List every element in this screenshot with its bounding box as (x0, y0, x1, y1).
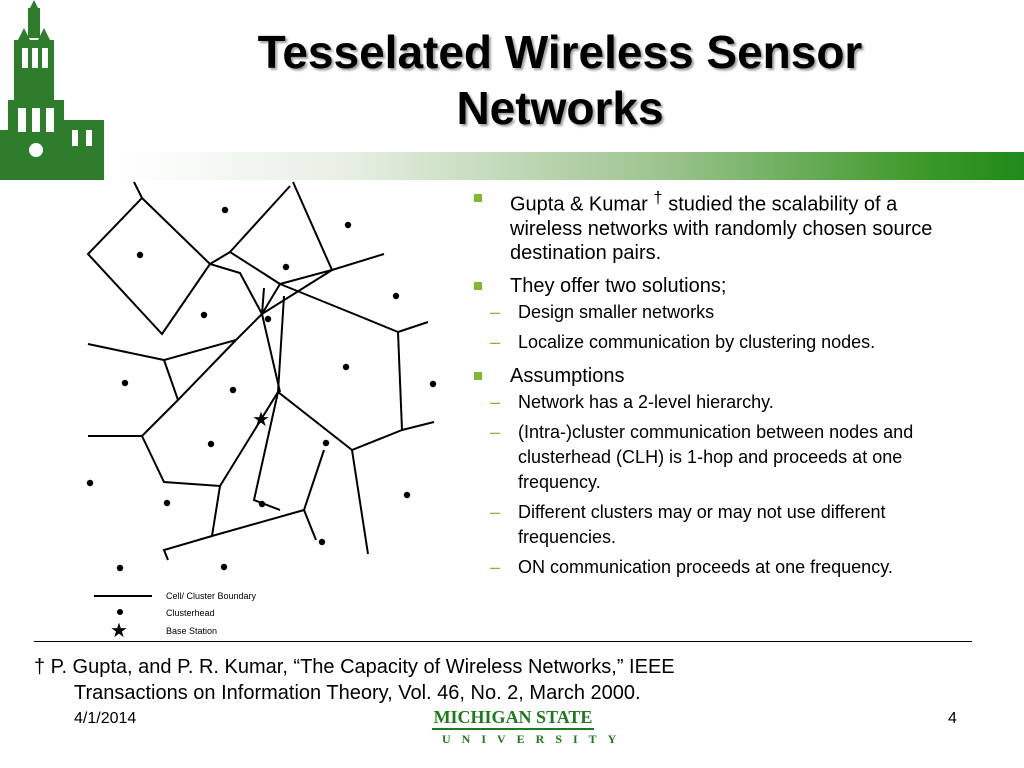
footnote-line-1: P. Gupta, and P. R. Kumar, “The Capacity… (45, 656, 675, 678)
bullet-text: They offer two solutions; (510, 274, 727, 297)
footnote-dagger: † (34, 656, 46, 678)
sub-bullet: – Different clusters may or may not use … (474, 500, 944, 550)
dash-icon: – (490, 421, 501, 442)
page-number: 4 (948, 710, 957, 727)
tessellation-svg: ★ ★ (86, 181, 437, 642)
sub-bullet: – Localize communication by clustering n… (474, 330, 944, 355)
bullet-square-icon (474, 281, 482, 290)
slide-title-line-1: Tesselated Wireless Sensor (257, 26, 863, 78)
footnote-divider (34, 641, 972, 642)
solutions-list: – Design smaller networks – Localize com… (490, 300, 974, 355)
msu-wordmark-logo: MICHIGAN STATE UNIVERSITY (432, 706, 628, 748)
footnote: † P. Gupta, and P. R. Kumar, “The Capaci… (34, 654, 994, 706)
slide-content: Gupta & Kumar † studied the scalability … (474, 186, 994, 589)
bullet-gupta-kumar: Gupta & Kumar † studied the scalability … (474, 186, 974, 265)
sub-bullet-text: (Intra-)cluster communication between no… (518, 421, 914, 492)
dash-icon: – (490, 501, 501, 522)
footer-date: 4/1/2014 (74, 710, 137, 727)
dash-icon: – (490, 391, 501, 412)
sub-bullet-text: Design smaller networks (518, 301, 715, 322)
base-station-star-icon: ★ (252, 407, 270, 431)
footnote-reference: † (653, 188, 663, 207)
slide-title: Tesselated Wireless Sensor Networks (150, 24, 970, 136)
title-accent-bar (118, 152, 1024, 180)
legend-clusterhead-icon (117, 609, 123, 615)
bullet-two-solutions: They offer two solutions; – Design small… (474, 274, 974, 355)
dash-icon: – (490, 331, 501, 352)
cell-boundaries (86, 181, 435, 561)
bullet-square-icon (474, 194, 482, 202)
dash-icon: – (490, 301, 501, 322)
dash-icon: – (490, 556, 501, 577)
bullet-text: studied the scalability of a wireless ne… (510, 193, 933, 264)
sub-bullet: – Network has a 2-level hierarchy. (474, 390, 944, 415)
sub-bullet-text: ON communication proceeds at one frequen… (518, 556, 893, 577)
bullet-text: Gupta & Kumar (510, 193, 654, 216)
legend-base-station-label: Base Station (166, 626, 218, 636)
sub-bullet: – Design smaller networks (474, 300, 944, 325)
clusterheads (86, 206, 437, 572)
legend-clusterhead-label: Clusterhead (166, 608, 215, 618)
sub-bullet: – ON communication proceeds at one frequ… (474, 555, 944, 580)
legend-base-station-icon: ★ (110, 618, 128, 642)
slide-title-line-2: Networks (456, 82, 664, 134)
msu-tower-logo (0, 0, 118, 180)
sub-bullet-text: Network has a 2-level hierarchy. (518, 391, 774, 412)
assumptions-list: – Network has a 2-level hierarchy. – (In… (490, 390, 974, 580)
footnote-line-2: Transactions on Information Theory, Vol.… (74, 682, 641, 704)
sub-bullet-text: Localize communication by clustering nod… (518, 331, 876, 352)
bullet-assumptions: Assumptions – Network has a 2-level hier… (474, 364, 974, 580)
tessellation-diagram: ★ ★ Cell/ Cluster Boundary Clusterhead B… (84, 180, 454, 642)
legend-boundary-label: Cell/ Cluster Boundary (166, 591, 257, 601)
bullet-text: Assumptions (510, 364, 625, 387)
sub-bullet-text: Different clusters may or may not use di… (518, 501, 886, 547)
sub-bullet: – (Intra-)cluster communication between … (474, 420, 944, 495)
bullet-square-icon (474, 371, 482, 380)
logo-text-top: MICHIGAN STATE (432, 706, 594, 730)
logo-text-bottom: UNIVERSITY (442, 732, 628, 746)
